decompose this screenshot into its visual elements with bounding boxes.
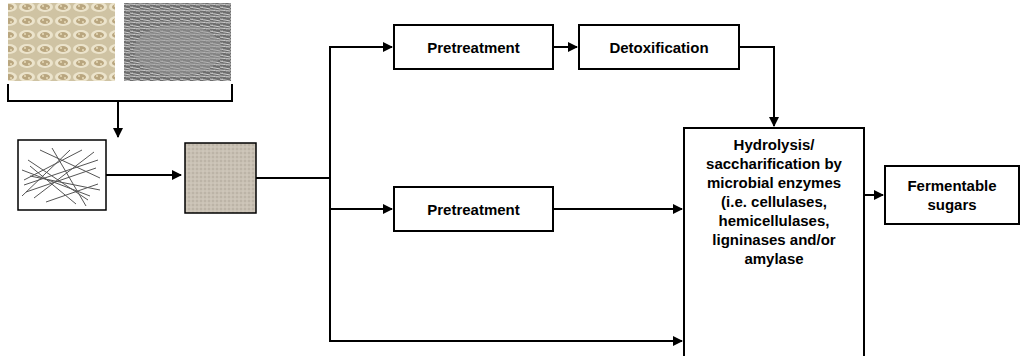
- flow-arrow: [329, 46, 392, 48]
- box-label: Pretreatment: [427, 38, 520, 57]
- flow-arrow: [117, 101, 119, 137]
- powder-photo: [185, 143, 256, 213]
- process-box: Pretreatment: [393, 24, 554, 70]
- process-box: Pretreatment: [393, 186, 554, 232]
- connector-arrow: [554, 208, 682, 210]
- bracket: [8, 84, 232, 101]
- box-label: Detoxification: [609, 38, 708, 57]
- box-label: Hydrolysis/ saccharification by microbia…: [693, 135, 855, 268]
- connector-arrow: [554, 46, 577, 48]
- output-box: Fermentable sugars: [884, 165, 1020, 225]
- box-label: Fermentable sugars: [894, 176, 1010, 214]
- connector-arrow: [865, 194, 883, 196]
- flow-arrow: [330, 208, 392, 210]
- straw-bale-photo: [124, 3, 231, 81]
- branch-line: [329, 47, 331, 341]
- fiber-illustration: [18, 140, 106, 210]
- corn-cob-photo: [8, 3, 115, 81]
- connector-arrow: [740, 47, 774, 126]
- box-label: Pretreatment: [427, 200, 520, 219]
- process-box: Detoxification: [578, 24, 740, 70]
- branch-line: [256, 177, 330, 179]
- flow-arrow: [106, 174, 181, 176]
- flow-arrow: [329, 340, 682, 342]
- process-box: Hydrolysis/ saccharification by microbia…: [683, 127, 865, 356]
